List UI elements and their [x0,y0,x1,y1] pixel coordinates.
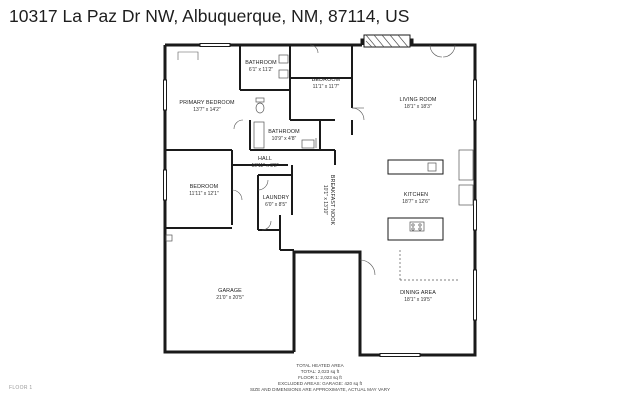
windows [163,43,477,357]
doors [177,44,456,276]
room-name-laundry: LAUNDRY [263,195,290,201]
room-name-hall: HALL [258,156,272,162]
room-name-living-room: LIVING ROOM [399,97,436,103]
room-dims-hall: 10'11" x 3'2" [251,163,278,169]
interior-walls [165,45,353,251]
room-dims-bathroom-1: 6'1" x 11'2" [249,67,273,73]
room-dims-bathroom-2: 10'9" x 4'8" [272,136,297,142]
room-dims-bedroom-2: 11'11" x 12'1" [189,191,219,197]
area-summary-floor: FLOOR 1: 2,023 sq ft [298,375,342,380]
area-summary-heading: TOTAL HEATED AREA [296,363,344,368]
room-name-breakfast-nook: BREAKFAST NOOK [329,175,335,226]
room-name-bedroom-2: BEDROOM [190,184,219,190]
room-dims-primary-bedroom: 13'7" x 14'2" [193,107,221,113]
area-summary-disclaimer: SIZE AND DIMENSIONS ARE APPROXIMATE, ACT… [250,387,390,392]
area-summary-total: TOTAL: 2,023 sq ft [301,369,340,374]
room-dims-garage: 21'0" x 20'5" [216,295,244,301]
room-name-kitchen: KITCHEN [404,192,428,198]
room-labels: BATHROOM 6'1" x 11'2" BEDROOM 11'1" x 11… [179,60,436,303]
property-address: 10317 La Paz Dr NW, Albuquerque, NM, 871… [9,6,410,26]
room-name-bathroom-1: BATHROOM [245,60,277,66]
room-dims-bedroom-1: 11'1" x 11'7" [313,84,340,90]
room-dims-living-room: 18'1" x 18'3" [404,104,432,110]
room-name-dining-area: DINING AREA [400,290,436,296]
room-name-bathroom-2: BATHROOM [268,129,300,135]
room-name-bedroom-1: BEDROOM [312,77,341,83]
area-summary: TOTAL HEATED AREA TOTAL: 2,023 sq ft FLO… [250,363,390,392]
room-dims-breakfast-nook: 10'1" x 13'10" [322,185,328,215]
fixtures [165,34,474,281]
floor-tag: FLOOR 1 [9,385,33,391]
room-name-garage: GARAGE [218,288,242,294]
room-dims-laundry: 6'0" x 8'5" [265,202,287,208]
room-dims-dining-area: 18'1" x 19'5" [404,297,432,303]
area-summary-excluded: EXCLUDED AREAS: GARAGE: 420 sq ft [278,381,363,386]
room-dims-kitchen: 18'7" x 12'6" [402,199,430,205]
room-name-primary-bedroom: PRIMARY BEDROOM [179,100,235,106]
